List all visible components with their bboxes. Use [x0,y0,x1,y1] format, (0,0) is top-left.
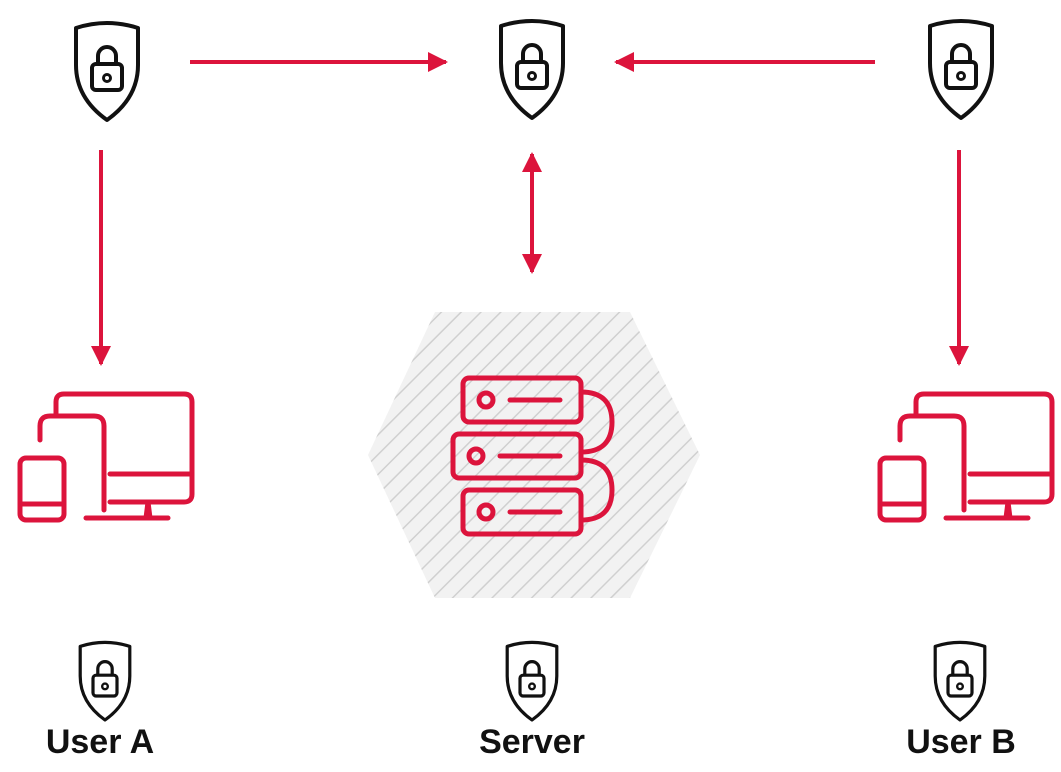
user-a-label-shield-icon [78,640,132,722]
user-b-devices-icon [880,394,1052,520]
user-a-devices-icon [20,394,192,520]
server-label: Server [479,723,585,761]
user-b-label: User B [906,723,1016,761]
user-a-label: User A [45,723,155,761]
server-shield-lock-icon [499,19,565,120]
user-a-shield-lock-icon [74,21,140,122]
server-label-shield-icon [505,640,559,722]
user-b-shield-lock-icon [928,19,994,120]
user-b-label-shield-icon [933,640,987,722]
server-stack-icon [450,375,615,537]
